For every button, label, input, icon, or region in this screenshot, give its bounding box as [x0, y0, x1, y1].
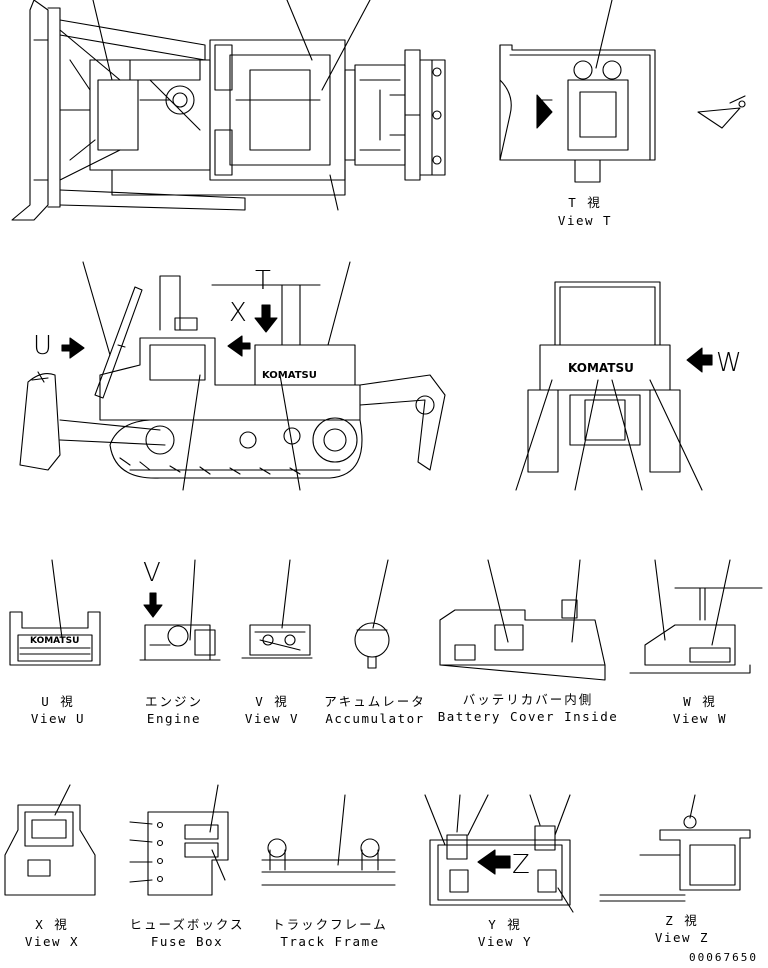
marker-letter-u: U	[33, 331, 53, 361]
view-z-caption-en: View Z	[654, 930, 710, 945]
marker-letter-w: W	[716, 348, 742, 378]
side-decal: KOMATSU	[262, 370, 317, 381]
dozer-side-view: KOMATSU	[19, 261, 446, 491]
view-u-caption-jp: U 視	[41, 694, 75, 709]
dozer-plan-view	[11, 0, 446, 221]
view-v-caption-jp: V 視	[255, 694, 289, 709]
battery-cover-caption-en: Battery Cover Inside	[437, 709, 619, 724]
marker-letter-x: X	[229, 298, 247, 328]
fuse-box-caption-en: Fuse Box	[150, 934, 224, 949]
engine-caption-en: Engine	[146, 711, 202, 726]
view-y-figure	[424, 794, 574, 913]
rear-decal: KOMATSU	[568, 361, 634, 375]
view-z-caption-jp: Z 視	[665, 913, 699, 928]
view-w-caption-jp: W 視	[683, 694, 717, 709]
accumulator-caption-jp: アキュムレータ	[324, 694, 426, 709]
marker-letter-v: V	[143, 558, 161, 588]
engine-figure	[139, 559, 221, 661]
view-t-panel	[499, 0, 746, 183]
track-frame-caption-en: Track Frame	[280, 934, 380, 949]
track-frame-caption-jp: トラックフレーム	[272, 917, 388, 932]
fuse-box-figure	[129, 784, 229, 896]
view-x-figure	[4, 784, 96, 896]
engine-caption-jp: エンジン	[144, 694, 204, 709]
document-number: 00067650	[689, 951, 758, 964]
battery-cover-figure	[439, 559, 606, 681]
view-w-caption-en: View W	[672, 711, 728, 726]
marker-letter-z: Z	[512, 850, 530, 880]
view-v-caption-en: View V	[244, 711, 300, 726]
view-y-caption-jp: Y 視	[488, 917, 522, 932]
view-u-figure: KOMATSU	[9, 559, 101, 666]
accumulator-figure	[354, 559, 390, 669]
view-u-caption-en: View U	[30, 711, 86, 726]
accumulator-caption-en: Accumulator	[325, 711, 425, 726]
track-frame-figure	[261, 794, 396, 886]
view-u-decal: KOMATSU	[30, 636, 79, 646]
view-t-caption-en: View T	[557, 213, 613, 228]
view-t-caption-jp: T 視	[568, 195, 602, 210]
view-x-caption-en: View X	[24, 934, 80, 949]
view-w-figure	[629, 559, 763, 674]
marker-letter-t: T	[255, 266, 271, 296]
fuse-box-caption-jp: ヒューズボックス	[129, 917, 245, 932]
dozer-rear-view: KOMATSU	[515, 281, 713, 491]
battery-cover-caption-jp: バッテリカバー内側	[462, 692, 594, 707]
view-x-caption-jp: X 視	[35, 917, 69, 932]
view-v-figure	[241, 559, 313, 659]
view-z-figure	[599, 794, 751, 902]
view-y-caption-en: View Y	[477, 934, 533, 949]
